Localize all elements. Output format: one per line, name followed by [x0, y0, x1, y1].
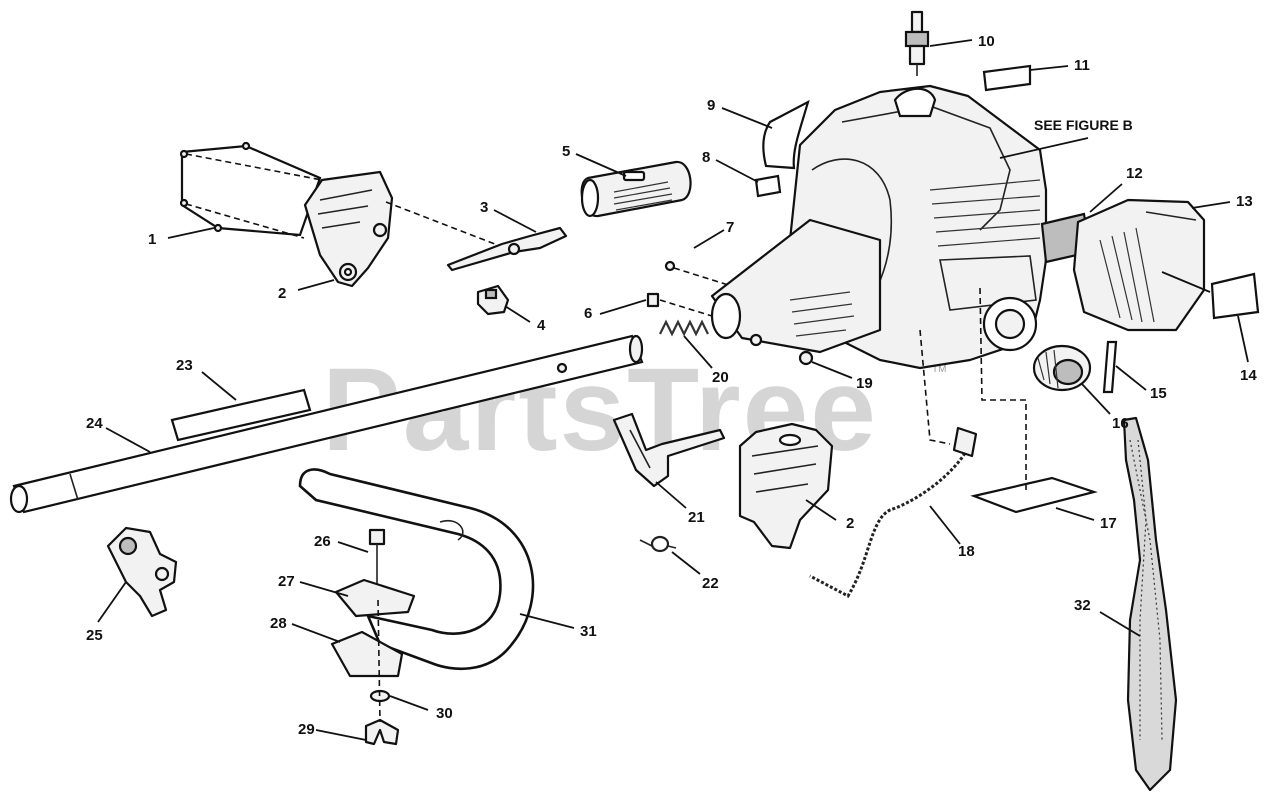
callout-13: 13	[1236, 193, 1253, 210]
callout-30: 30	[436, 705, 453, 722]
part-17-guide	[979, 287, 1027, 490]
callout-5: 5	[562, 143, 570, 160]
part-2-housing[interactable]	[303, 170, 501, 288]
callout-21: 21	[688, 509, 705, 526]
callout-2: 2	[278, 285, 286, 302]
callout-8: 8	[702, 149, 710, 166]
part-25-clamp[interactable]	[106, 526, 178, 618]
callout-17: 17	[1100, 515, 1117, 532]
part-5-grip[interactable]	[580, 160, 692, 218]
part-28-clamp-lower[interactable]	[330, 630, 404, 678]
callout-15: 15	[1150, 385, 1167, 402]
part-19-nut[interactable]	[798, 350, 814, 366]
callout-23: 23	[176, 357, 193, 374]
callout-4: 4	[537, 317, 546, 334]
part-11-label[interactable]	[982, 64, 1032, 92]
callout-19: 19	[856, 375, 873, 392]
callout-9: 9	[707, 97, 715, 114]
part-4-switch[interactable]	[476, 284, 510, 316]
callout-22: 22	[702, 575, 719, 592]
leader-lines	[97, 39, 1249, 741]
part-6-screw[interactable]	[646, 292, 713, 317]
part-17-plate[interactable]	[970, 476, 1098, 514]
part-18-cable[interactable]	[809, 329, 978, 598]
hardware-axis	[377, 599, 381, 723]
callout-6: 6	[584, 305, 592, 322]
callout-11: 11	[1074, 57, 1090, 74]
part-23-label[interactable]	[170, 388, 312, 442]
part-2b-handle-housing[interactable]	[738, 422, 834, 550]
callout-2b: 2	[846, 515, 854, 532]
see-figure-b-note: SEE FIGURE B	[1034, 117, 1133, 133]
callout-12: 12	[1126, 165, 1143, 182]
callout-24: 24	[86, 415, 103, 432]
callout-10: 10	[978, 33, 995, 50]
callout-28: 28	[270, 615, 287, 632]
part-29-nut[interactable]	[364, 718, 400, 746]
part-10-spark-plug[interactable]	[904, 10, 930, 76]
callout-1: 1	[148, 231, 156, 248]
callout-25: 25	[86, 627, 103, 644]
part-9-decal[interactable]	[762, 99, 810, 170]
callout-7: 7	[726, 219, 734, 236]
callout-26: 26	[314, 533, 331, 550]
part-26-bolt[interactable]	[368, 528, 386, 590]
part-16-starter[interactable]	[1032, 344, 1092, 392]
callout-18: 18	[958, 543, 975, 560]
watermark-trademark: TM	[932, 364, 946, 375]
part-27-clamp-upper[interactable]	[334, 578, 416, 618]
callout-31: 31	[580, 623, 597, 640]
callout-29: 29	[298, 721, 315, 738]
part-20-spring[interactable]	[659, 319, 709, 337]
part-1-cover[interactable]	[179, 141, 323, 239]
part-22-spring[interactable]	[639, 535, 677, 553]
part-24-shaft[interactable]	[9, 334, 644, 514]
callout-3: 3	[480, 199, 488, 216]
part-31-handle[interactable]	[298, 468, 535, 671]
part-13-air-cover[interactable]	[1072, 198, 1206, 332]
part-8-label[interactable]	[754, 174, 782, 198]
callout-labels: 1 2 3 4 5 6 7 8 9 10 11 12 13 14 15 16 1…	[86, 33, 1257, 738]
callout-14: 14	[1240, 367, 1257, 384]
engine-assembly[interactable]	[710, 84, 1048, 370]
callout-27: 27	[278, 573, 295, 590]
callout-32: 32	[1074, 597, 1091, 614]
part-14-label[interactable]	[1210, 272, 1260, 320]
callout-20: 20	[712, 369, 729, 386]
part-3-lever[interactable]	[446, 226, 568, 272]
part-32-strap[interactable]	[1122, 416, 1178, 792]
part-15-strip[interactable]	[1102, 340, 1118, 394]
callout-16: 16	[1112, 415, 1129, 432]
part-21-trigger[interactable]	[612, 412, 726, 488]
